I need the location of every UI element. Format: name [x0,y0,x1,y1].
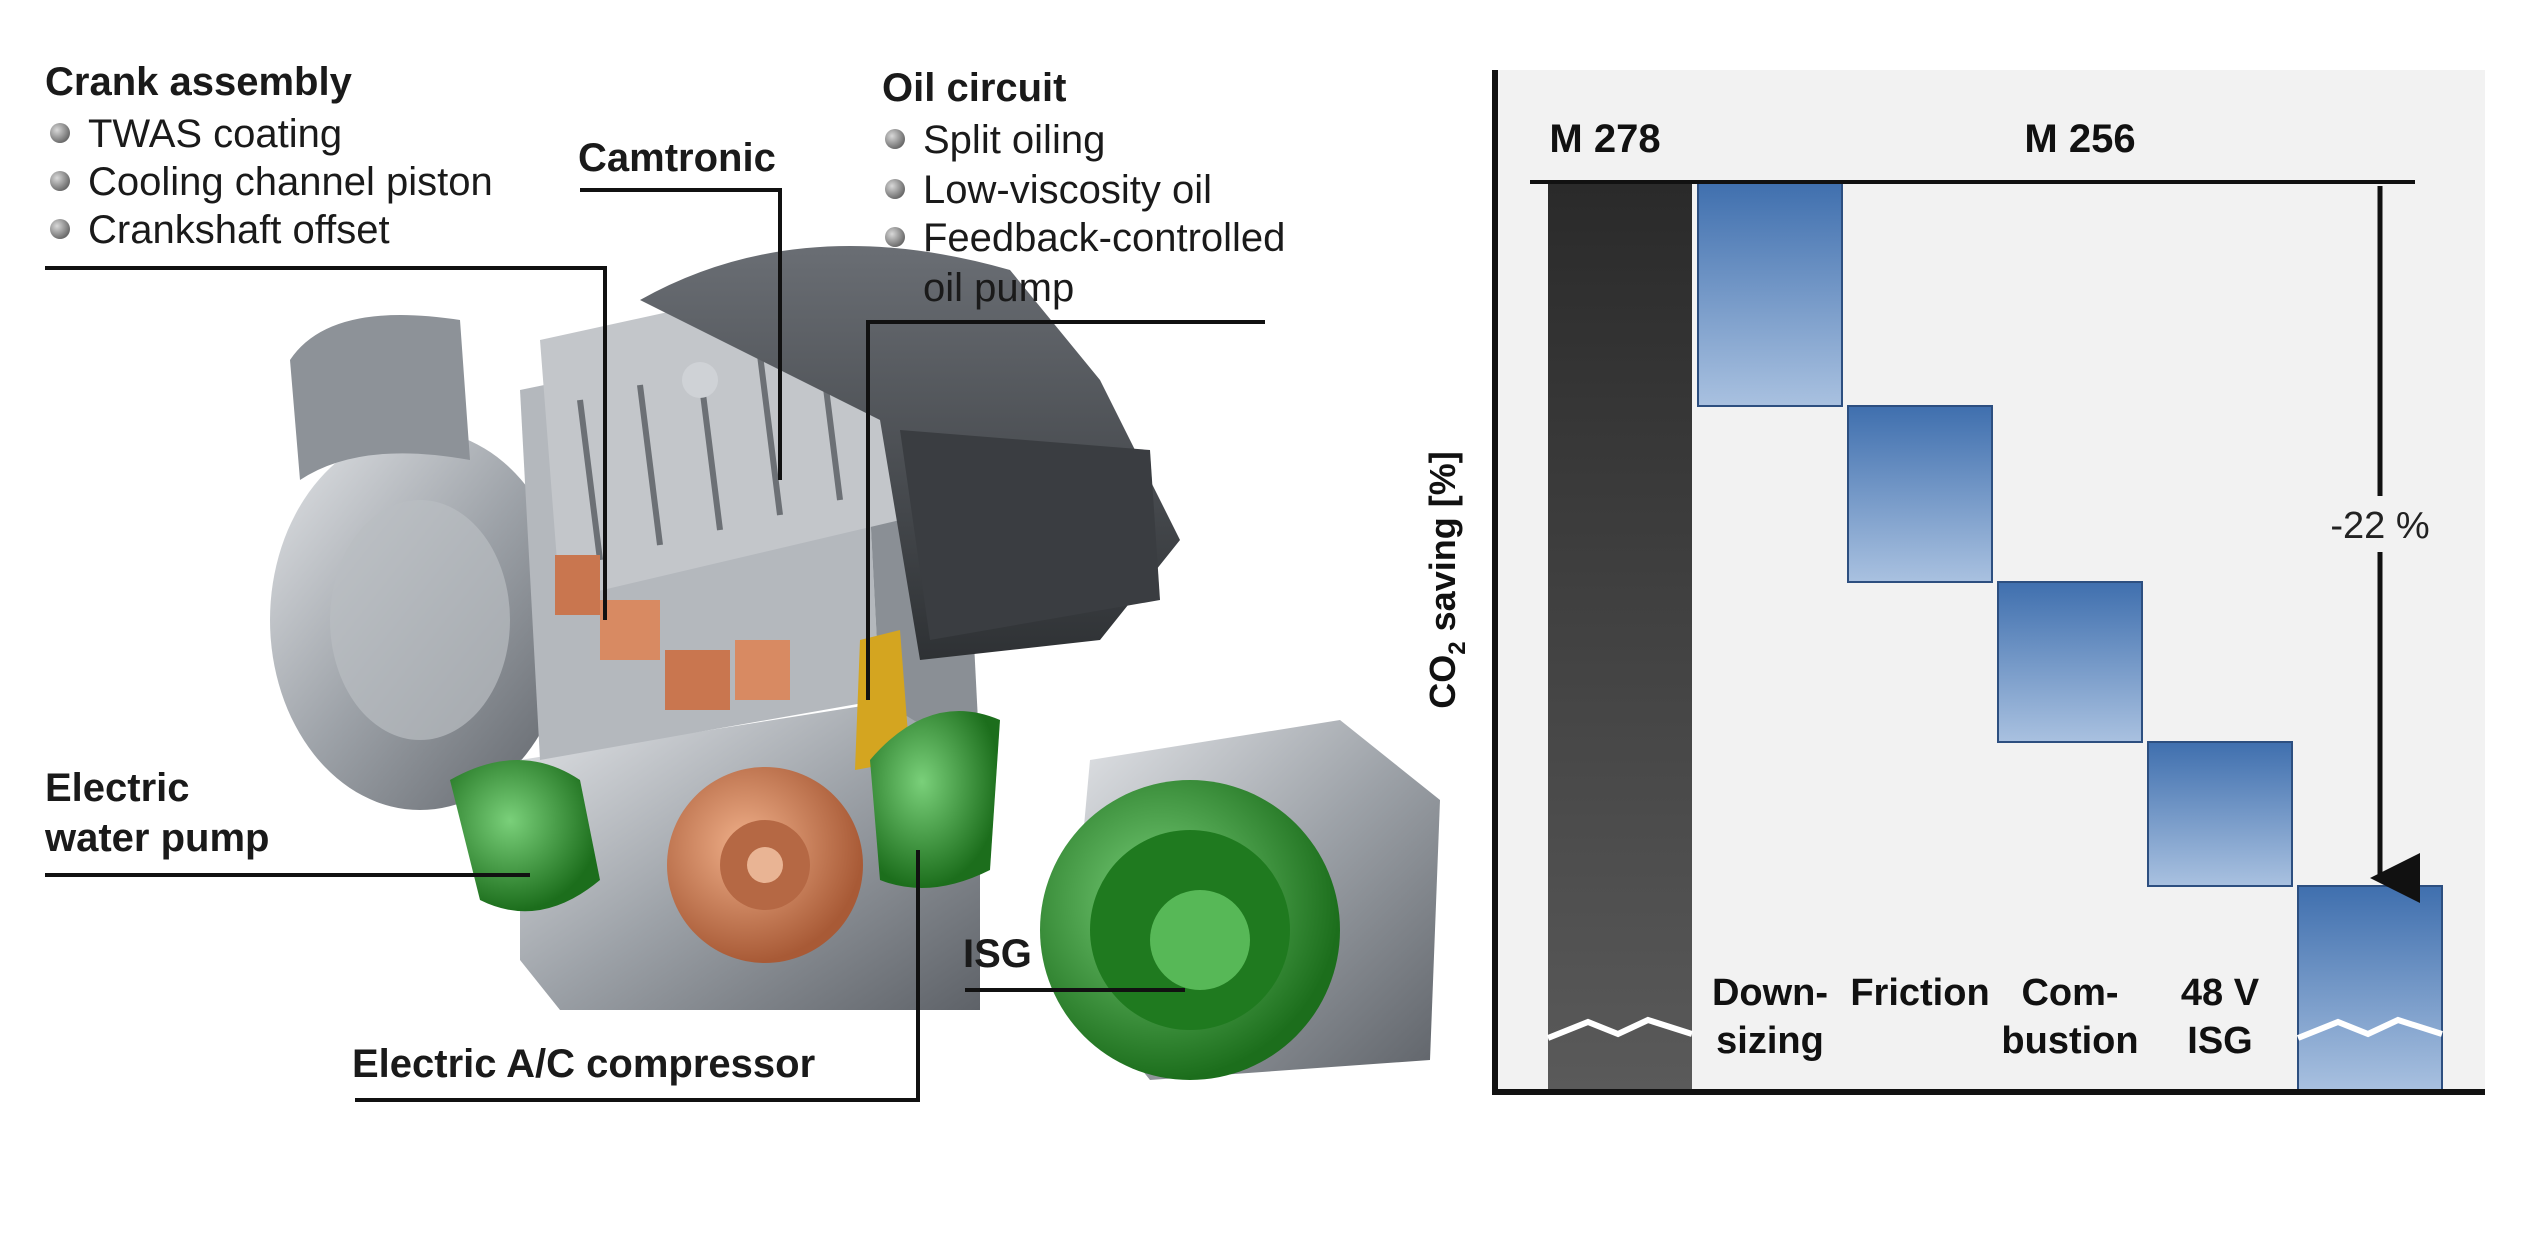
category-label-3-line-1: bustion [2001,1020,2138,1062]
crank-assembly-title: Crank assembly [45,60,352,104]
co2-saving-chart-panel: Down-sizing Friction Com-bustion 48 V ISG CO… [1400,0,2523,1235]
bullet-icon [885,179,905,200]
bullet-icon [885,129,905,150]
category-label-4-line-1: ISG [2187,1020,2252,1062]
bullet-icon [50,219,70,240]
oil-item-1: Split oiling [885,116,1105,164]
bullet-icon [50,123,70,144]
engine-drawing [45,188,1440,1102]
oil-item-3: Feedback-controlled [885,214,1285,262]
water-pump-label-line2: water pump [45,816,270,860]
camtronic-label: Camtronic [578,136,776,180]
category-label-1-line-0: Down- [1712,972,1828,1014]
category-label-3-line-0: Com- [2021,972,2118,1014]
category-label-1-line-1: sizing [1716,1020,1824,1062]
oil-item-2: Low-viscosity oil [885,166,1212,214]
axis-break-mark [1546,1016,1693,1041]
bar-step-4 [2147,741,2293,887]
total-change-label-bg [2318,496,2442,552]
bar-m256-result [2297,885,2443,1093]
category-label-4-line-0: 48 V [2181,972,2260,1014]
crank-item-2: Cooling channel piston [50,158,493,206]
crank-item-1: TWAS coating [50,110,342,158]
co2-waterfall-chart: Down-sizing Friction Com-bustion 48 V ISG CO… [1422,70,2485,1095]
turbocharger [270,315,570,810]
bullet-icon [885,227,905,248]
ac-compressor-label: Electric A/C compressor [352,1042,816,1086]
bar-m278-baseline [1548,182,1692,1092]
leader-lines [45,188,1265,1102]
engine-illustration-panel: Crank assembly TWAS coating Cooling chan… [45,60,1440,1102]
bar-step-2 [1847,405,1993,583]
y-axis-label: CO2 saving [%] [1422,451,1471,708]
bar-step-3 [1997,581,2143,743]
axis-break-mark [2296,1016,2443,1041]
bullet-icon [50,171,70,192]
total-change-label: -22 % [2330,505,2429,547]
bar-step-1 [1697,181,1843,407]
category-label-2-line-0: Friction [1850,972,1989,1014]
oil-circuit-title: Oil circuit [882,66,1067,110]
group-label-m278: M 278 [1549,117,1660,161]
isg-module [1040,720,1440,1080]
oil-item-4: oil pump [923,266,1075,310]
group-label-m256: M 256 [2024,117,2135,161]
crank-item-3: Crankshaft offset [50,206,390,254]
crank-assembly-highlight [555,555,863,963]
engine-cover [640,246,1180,660]
water-pump-label-line1: Electric [45,766,190,810]
isg-label: ISG [963,932,1032,976]
